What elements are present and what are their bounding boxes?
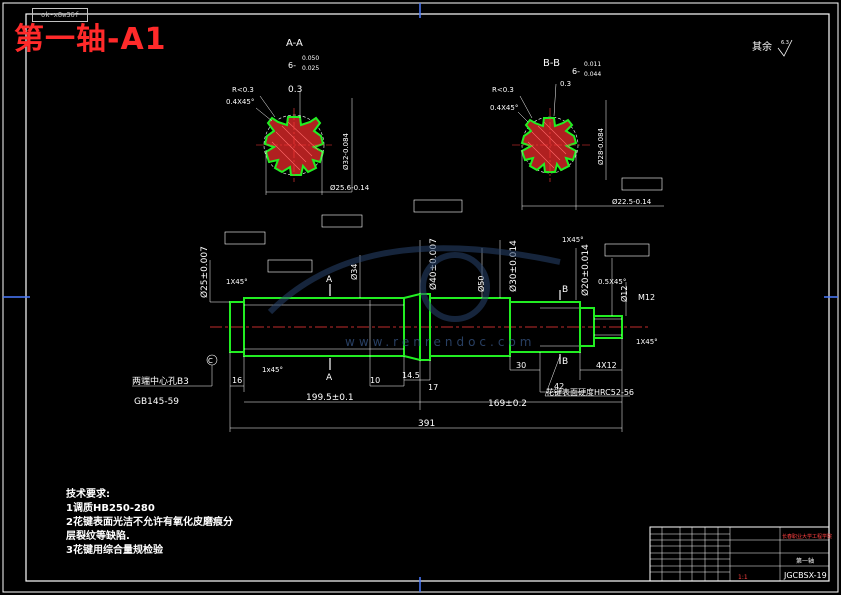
sheet-stamp: ok-x8w36f bbox=[32, 8, 88, 22]
title-block-scale: 1:1 bbox=[738, 574, 748, 581]
tech-req-heading: 技术要求: bbox=[66, 489, 110, 500]
title-block-school: 长春职业大学工程学院 bbox=[782, 533, 832, 540]
shaft-dim-lines bbox=[230, 369, 622, 429]
tech-req-item-1: 1调质HB250-280 bbox=[66, 503, 155, 514]
section-a-leader-1 bbox=[259, 95, 276, 118]
section-b-flank: 0.3 bbox=[560, 80, 571, 88]
section-a-label: A-A bbox=[286, 38, 303, 49]
section-b-chamfer: 0.4X45° bbox=[490, 104, 518, 112]
tol-frame-3 bbox=[321, 214, 363, 228]
tol-frame-1 bbox=[224, 231, 266, 245]
chamfer-label-3: 0.5X45° bbox=[598, 278, 626, 286]
tol-frame-2 bbox=[267, 259, 313, 273]
dim-16: 16 bbox=[232, 376, 242, 385]
section-b-b: B-B 0.011 6- 0.044 R<0.3 0.4X45° 0.3 Ø22… bbox=[490, 58, 664, 210]
section-mark-b-top: B bbox=[562, 285, 568, 295]
section-b-tol-upper: 0.011 bbox=[584, 61, 601, 68]
chamfer-label-4: 1X45° bbox=[636, 338, 658, 346]
section-mark-a-top: A bbox=[326, 275, 333, 285]
dim-17: 17 bbox=[428, 383, 438, 392]
section-b-hatch bbox=[527, 121, 571, 169]
title-block-part-name: 第一轴 bbox=[796, 557, 814, 565]
section-a-tol-prefix: 6- bbox=[288, 61, 296, 70]
spline-note-leader bbox=[544, 355, 630, 397]
spline-hardness-note: 花键表面硬度HRC52-56 bbox=[546, 387, 634, 397]
section-b-leader-2 bbox=[517, 111, 529, 123]
section-mark-a-bottom: A bbox=[326, 373, 333, 383]
section-b-tol-frame bbox=[621, 177, 663, 191]
section-b-tol-lower: 0.044 bbox=[584, 71, 601, 78]
dim-4x12: 4X12 bbox=[596, 361, 617, 370]
dim-dia-30: Ø30±0.014 bbox=[508, 240, 519, 292]
dim-dia-20: Ø20±0.014 bbox=[580, 244, 591, 296]
dim-14-5: 14.5 bbox=[402, 371, 420, 380]
dim-391: 391 bbox=[418, 419, 435, 429]
dim-dia-25: Ø25±0.007 bbox=[199, 246, 210, 298]
page-title: 第一轴-A1 bbox=[14, 22, 167, 57]
title-block: 长春职业大学工程学院 第一轴 1:1 JGCBSX-19 bbox=[649, 526, 832, 582]
section-b-tol-prefix: 6- bbox=[572, 67, 580, 76]
section-a-dia-major: Ø32-0.084 bbox=[342, 132, 350, 170]
tol-frame-4 bbox=[413, 199, 463, 213]
dim-42: 42 bbox=[554, 382, 564, 391]
section-b-dia-minor: Ø22.5-0.14 bbox=[612, 198, 652, 206]
dim-dia-34: Ø34 bbox=[349, 264, 359, 280]
dim-10: 10 bbox=[370, 376, 380, 385]
surface-note: 其余 bbox=[752, 40, 772, 53]
center-hole-leader bbox=[132, 365, 213, 387]
title-block-grid bbox=[650, 527, 829, 581]
section-a-leader-2 bbox=[255, 107, 273, 122]
section-a-fillet: R<0.3 bbox=[232, 86, 254, 94]
section-a-chamfer: 0.4X45° bbox=[226, 98, 254, 106]
section-b-fillet: R<0.3 bbox=[492, 86, 514, 94]
dim-m12: M12 bbox=[638, 293, 655, 302]
dim-dia-50: Ø50 bbox=[476, 276, 486, 292]
chamfer-label-2: 1X45° bbox=[562, 236, 584, 244]
tech-req-item-4: 3花键用综合量规检验 bbox=[66, 545, 163, 556]
tech-req-item-3: 层裂纹等缺陷. bbox=[66, 531, 130, 542]
center-hole-std: GB145-59 bbox=[134, 397, 179, 407]
section-b-leader-1 bbox=[519, 95, 533, 119]
dim-30: 30 bbox=[516, 361, 526, 370]
section-a-hatch bbox=[271, 121, 319, 171]
dim-169: 169±0.2 bbox=[488, 399, 527, 409]
tol-frame-5 bbox=[604, 243, 650, 257]
section-a-tol-lower: 0.025 bbox=[302, 65, 319, 72]
chamfer-label-1: 1X45° bbox=[226, 278, 248, 286]
section-b-flank-leader bbox=[553, 83, 557, 117]
title-block-frame bbox=[649, 526, 830, 582]
section-a-dia-minor: Ø25.6-0.14 bbox=[330, 184, 370, 192]
section-a-a: A-A 0.050 6- 0.025 R<0.3 0.4X45° 0.3 Ø25… bbox=[226, 38, 370, 195]
technical-requirements: 技术要求: 1调质HB250-280 2花键表面光洁不允许有氧化皮磨痕分 层裂纹… bbox=[66, 488, 233, 558]
section-b-dia-major: Ø28-0.084 bbox=[597, 127, 605, 165]
shaft-vertical-dim-lines bbox=[209, 240, 627, 316]
section-mark-b-bottom: B bbox=[562, 357, 568, 367]
dim-199-5: 199.5±0.1 bbox=[306, 393, 354, 403]
section-a-tol-upper: 0.050 bbox=[302, 55, 319, 62]
section-a-flank: 0.3 bbox=[288, 85, 302, 95]
roughness-symbol bbox=[777, 39, 793, 57]
shaft-thread-end bbox=[593, 315, 623, 339]
letter-c-marker: C bbox=[208, 357, 213, 365]
dim-dia-40: Ø40±0.007 bbox=[428, 238, 439, 290]
dim-dia-12: Ø12 bbox=[619, 286, 629, 302]
tech-req-item-2: 2花键表面光洁不允许有氧化皮磨痕分 bbox=[66, 517, 233, 528]
roughness-value: 6.3 bbox=[781, 40, 789, 46]
dim-chamfer-left: 1x45° bbox=[262, 366, 283, 374]
shaft-extension-lines bbox=[229, 300, 623, 432]
title-block-drawing-no: JGCBSX-19 bbox=[783, 571, 827, 580]
center-hole-note: 两端中心孔B3 bbox=[132, 375, 189, 387]
shaft-main-view bbox=[132, 199, 650, 432]
section-b-label: B-B bbox=[543, 58, 560, 69]
